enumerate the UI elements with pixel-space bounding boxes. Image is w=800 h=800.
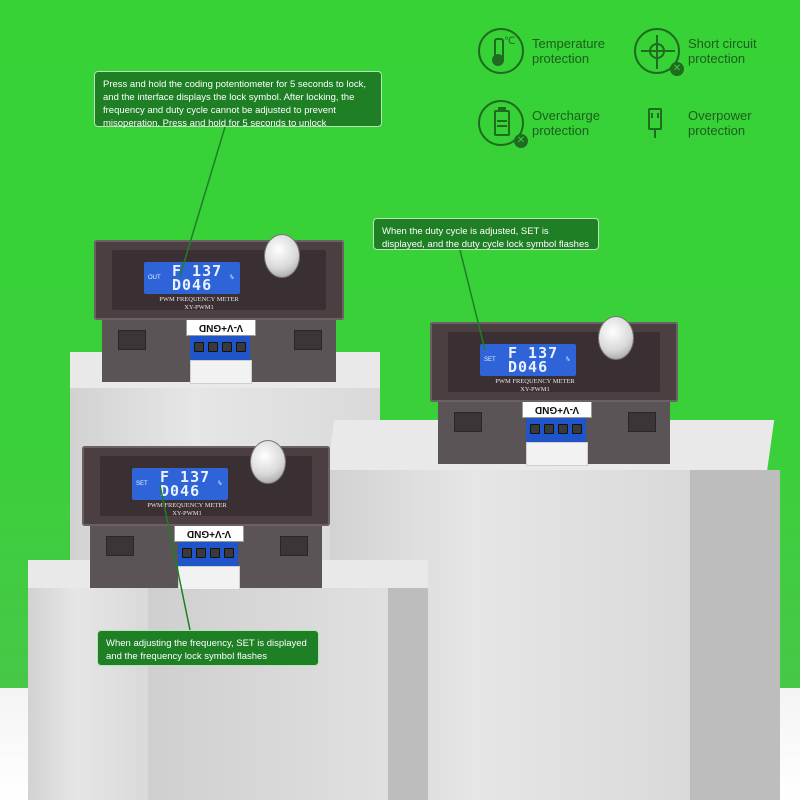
feature-temperature: ℃ Temperature protection xyxy=(478,28,618,74)
feature-overpower: Overpower protection xyxy=(634,100,774,146)
lcd-frequency: F 137 xyxy=(508,344,559,362)
lcd-unit: % xyxy=(230,274,234,281)
mount-clip xyxy=(106,536,134,556)
battery-icon: ✕ xyxy=(478,100,528,148)
pwm-device: V-V+GND PWM OUT F 137 D046 % PWM FREQUEN… xyxy=(94,234,344,390)
lcd-frequency: F 137 xyxy=(160,468,211,486)
leader-freq xyxy=(159,484,191,631)
mount-clip xyxy=(118,330,146,350)
lcd-duty: D046 xyxy=(508,358,549,376)
sun-burst-icon: ✕ xyxy=(634,28,684,76)
lcd-screen: SET F 137 D046 % xyxy=(132,468,228,500)
feature-label: Temperature protection xyxy=(532,36,605,66)
mount-clip xyxy=(454,412,482,432)
pin-header xyxy=(526,442,588,466)
pin-header xyxy=(190,360,252,384)
lcd-screen: SET F 137 D046 % xyxy=(480,344,576,376)
coding-potentiometer-knob[interactable] xyxy=(598,316,634,360)
celsius-symbol: ℃ xyxy=(504,36,516,47)
pin-header xyxy=(178,566,240,590)
lcd-mode-tag: SET xyxy=(484,357,496,363)
terminal-block xyxy=(190,336,250,360)
plug-icon xyxy=(634,100,680,146)
mount-clip xyxy=(628,412,656,432)
leader-lock xyxy=(179,126,226,277)
lcd-screen: OUT F 137 D046 % xyxy=(144,262,240,294)
lcd-duty: D046 xyxy=(160,482,201,500)
leader-duty xyxy=(459,249,486,351)
feature-label: Overcharge protection xyxy=(532,108,600,138)
feature-label: Overpower protection xyxy=(688,108,752,138)
coding-potentiometer-knob[interactable] xyxy=(250,440,286,484)
terminal-block xyxy=(178,542,238,566)
terminal-block xyxy=(526,418,586,442)
pwm-device: V-V+GND PWM SET F 137 D046 % PWM FREQUEN… xyxy=(430,316,678,472)
mount-clip xyxy=(294,330,322,350)
thermometer-icon: ℃ xyxy=(478,28,524,74)
mount-clip xyxy=(280,536,308,556)
x-badge-icon: ✕ xyxy=(514,134,528,148)
feature-overcharge: ✕ Overcharge protection xyxy=(478,100,618,148)
feature-label: Short circuit protection xyxy=(688,36,757,66)
coding-potentiometer-knob[interactable] xyxy=(264,234,300,278)
lcd-duty: D046 xyxy=(172,276,213,294)
lcd-frequency: F 137 xyxy=(172,262,223,280)
lcd-unit: % xyxy=(218,480,222,487)
pwm-device: V-V+GND PWM SET F 137 D046 % PWM FREQUEN… xyxy=(82,440,330,596)
callout-lock: Press and hold the coding potentiometer … xyxy=(94,71,382,129)
callout-duty: When the duty cycle is adjusted, SET is … xyxy=(373,218,599,250)
lcd-unit: % xyxy=(566,356,570,363)
lcd-mode-tag: OUT xyxy=(148,275,161,281)
x-badge-icon: ✕ xyxy=(670,62,684,76)
feature-short-circuit: ✕ Short circuit protection xyxy=(634,28,774,76)
callout-freq: When adjusting the frequency, SET is dis… xyxy=(97,630,319,666)
lcd-mode-tag: SET xyxy=(136,481,148,487)
